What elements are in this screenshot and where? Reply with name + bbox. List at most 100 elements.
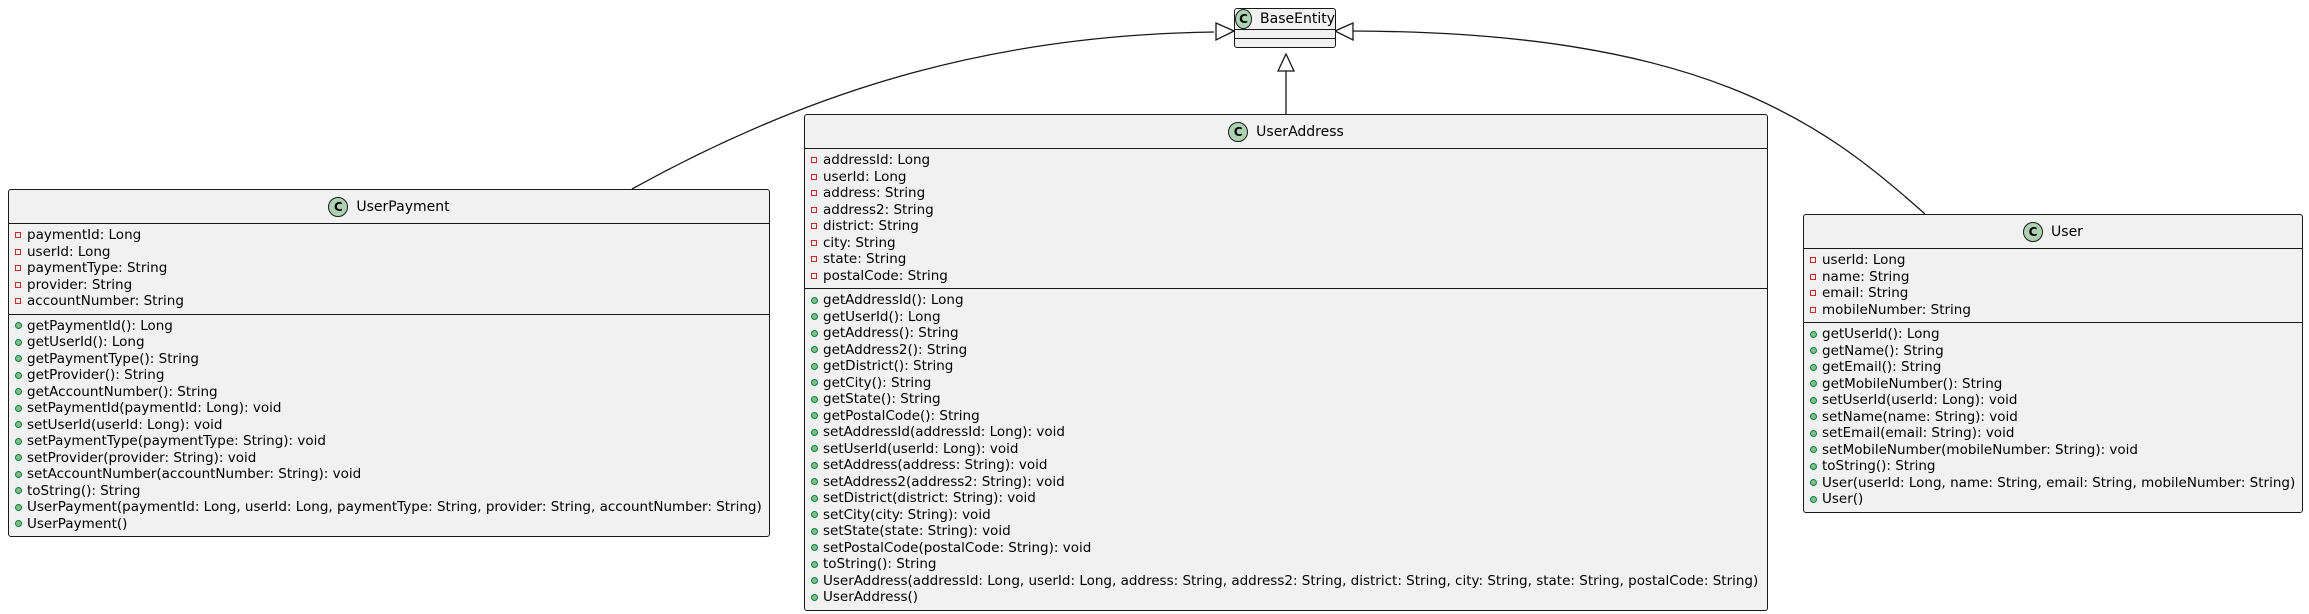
method-row: setPaymentId(paymentId: Long): void [9, 400, 769, 417]
method-text: getPaymentType(): String [27, 350, 199, 367]
private-square-icon [811, 190, 823, 197]
class-name: BaseEntity [1260, 11, 1335, 27]
public-circle-icon [1810, 479, 1822, 487]
method-row: setCity(city: String): void [805, 507, 1767, 524]
method-row: setState(state: String): void [805, 523, 1767, 540]
field-text: address2: String [823, 201, 934, 218]
field-text: provider: String [27, 276, 133, 293]
public-circle-icon [15, 503, 27, 511]
method-row: getState(): String [805, 391, 1767, 408]
method-text: setUserId(userId: Long): void [27, 416, 223, 433]
private-square-icon [15, 298, 27, 305]
method-row: getUserId(): Long [9, 334, 769, 351]
public-circle-icon [811, 461, 823, 469]
field-text: paymentId: Long [27, 227, 142, 243]
public-circle-icon [15, 454, 27, 462]
method-row: setMobileNumber(mobileNumber: String): v… [1804, 442, 2302, 459]
private-square-icon [811, 223, 823, 230]
method-row: setUserId(userId: Long): void [1804, 392, 2302, 409]
public-circle-icon [15, 520, 27, 528]
method-row: setPostalCode(postalCode: String): void [805, 540, 1767, 557]
inheritance-arrowhead [1333, 21, 1354, 42]
field-row: district: String [805, 218, 1767, 235]
edge-userpayment-baseentity [631, 31, 1215, 190]
method-row: toString(): String [805, 556, 1767, 573]
method-row: UserAddress() [805, 589, 1767, 606]
method-row: UserPayment(paymentId: Long, userId: Lon… [9, 499, 769, 516]
method-text: setDistrict(district: String): void [823, 490, 1036, 506]
method-text: setCity(city: String): void [823, 506, 991, 523]
field-row: addressId: Long [805, 152, 1767, 169]
public-circle-icon [15, 437, 27, 445]
method-text: setState(state: String): void [823, 523, 1011, 539]
method-text: toString(): String [823, 556, 937, 572]
private-square-icon [811, 239, 823, 246]
method-row: UserAddress(addressId: Long, userId: Lon… [805, 573, 1767, 590]
private-square-icon [811, 256, 823, 263]
field-row: postalCode: String [805, 268, 1767, 285]
method-text: getEmail(): String [1822, 359, 1942, 375]
method-row: getAddress(): String [805, 325, 1767, 342]
field-text: state: String [823, 251, 907, 267]
field-text: mobileNumber: String [1822, 301, 1971, 318]
field-text: accountNumber: String [27, 293, 184, 309]
method-row: getPostalCode(): String [805, 408, 1767, 425]
public-circle-icon [1810, 446, 1822, 454]
field-text: addressId: Long [823, 152, 931, 168]
public-circle-icon [811, 593, 823, 601]
method-text: UserAddress() [823, 589, 919, 605]
method-row: setUserId(userId: Long): void [9, 417, 769, 434]
method-text: getProvider(): String [27, 367, 165, 383]
method-text: getPostalCode(): String [823, 407, 980, 424]
methods-compartment [1235, 38, 1335, 47]
method-row: setUserId(userId: Long): void [805, 441, 1767, 458]
method-row: getCity(): String [805, 375, 1767, 392]
field-text: paymentType: String [27, 260, 168, 276]
field-row: name: String [1804, 269, 2302, 286]
class-stereotype-icon: C [328, 196, 349, 217]
method-text: UserAddress(addressId: Long, userId: Lon… [823, 572, 1759, 589]
method-row: setPaymentType(paymentType: String): voi… [9, 433, 769, 450]
method-row: getUserId(): Long [1804, 326, 2302, 343]
class-name: UserAddress [1256, 123, 1344, 140]
field-text: userId: Long [823, 168, 907, 185]
method-row: getAddressId(): Long [805, 292, 1767, 309]
field-row: city: String [805, 235, 1767, 252]
method-text: getMobileNumber(): String [1822, 375, 2003, 392]
field-row: paymentId: Long [9, 227, 769, 244]
method-row: setAddress2(address2: String): void [805, 474, 1767, 491]
private-square-icon [811, 206, 823, 213]
public-circle-icon [15, 487, 27, 495]
method-text: User(userId: Long, name: String, email: … [1822, 474, 2296, 491]
public-circle-icon [811, 511, 823, 519]
public-circle-icon [811, 379, 823, 387]
field-row: userId: Long [9, 244, 769, 261]
public-circle-icon [1810, 363, 1822, 371]
method-text: setUserId(userId: Long): void [823, 440, 1019, 457]
public-circle-icon [15, 322, 27, 330]
private-square-icon [1810, 306, 1822, 313]
public-circle-icon [811, 478, 823, 486]
field-text: userId: Long [27, 243, 111, 260]
field-row: accountNumber: String [9, 293, 769, 310]
method-row: User() [1804, 491, 2302, 508]
public-circle-icon [811, 395, 823, 403]
method-row: setAddressId(addressId: Long): void [805, 424, 1767, 441]
method-row: setAccountNumber(accountNumber: String):… [9, 466, 769, 483]
public-circle-icon [1810, 462, 1822, 470]
edge-user-baseentity [1351, 30, 1926, 215]
private-square-icon [1810, 273, 1822, 280]
method-text: toString(): String [1822, 458, 1936, 474]
field-text: address: String [823, 185, 926, 201]
method-text: setAccountNumber(accountNumber: String):… [27, 466, 362, 482]
method-text: getDistrict(): String [823, 358, 954, 374]
